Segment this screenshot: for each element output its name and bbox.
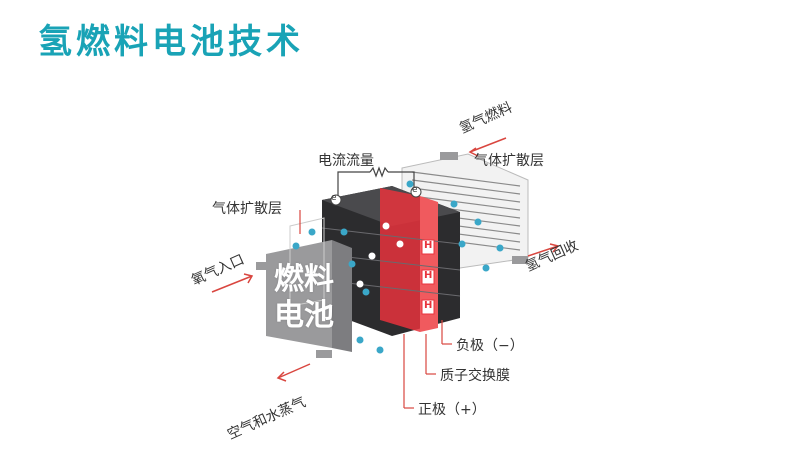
positive-electrode-label: 正极（+） — [418, 402, 486, 418]
hydrogen-fuel-arrow — [469, 137, 507, 153]
flow-arrows — [211, 137, 560, 382]
electron-symbol-left: e — [331, 193, 337, 203]
cell-stack — [321, 186, 461, 336]
hydrogen-fuel-pipe — [440, 152, 458, 160]
resistor-icon — [369, 166, 389, 178]
panel-text-line2: 电池 — [274, 298, 334, 333]
air-outlet-pipe — [316, 350, 332, 358]
panel-text-line1: 燃料 — [274, 262, 334, 297]
oxygen-inlet-pipe — [256, 262, 270, 270]
hydrogen-recovery-arrow — [527, 245, 559, 257]
proton-symbol-3: H — [424, 300, 433, 311]
current-flow-circuit — [330, 166, 422, 206]
proton-symbol-2: H — [424, 270, 433, 281]
negative-electrode-label: 负极（−） — [456, 338, 524, 354]
gas-diffusion-layer-left-label: 气体扩散层 — [212, 201, 282, 217]
particles — [292, 180, 504, 354]
front-panel — [266, 240, 352, 352]
left-diffusion-panel — [289, 217, 325, 307]
current-flow-label: 电流流量 — [318, 153, 374, 169]
oxygen-inlet-arrow — [211, 275, 253, 293]
gas-diffusion-layer-right-label: 气体扩散层 — [474, 153, 544, 169]
proton-exchange-membrane-label: 质子交换膜 — [440, 368, 510, 384]
electron-symbol-right: e — [412, 185, 418, 195]
proton-symbol-1: H — [424, 240, 433, 251]
proton-markers — [421, 239, 435, 315]
air-vapor-arrow — [277, 363, 311, 379]
leader-lines — [299, 210, 452, 409]
hydrogen-recovery-pipe — [512, 256, 528, 264]
membrane-band — [380, 188, 420, 332]
page-title: 氢燃料电池技术 — [38, 22, 304, 62]
